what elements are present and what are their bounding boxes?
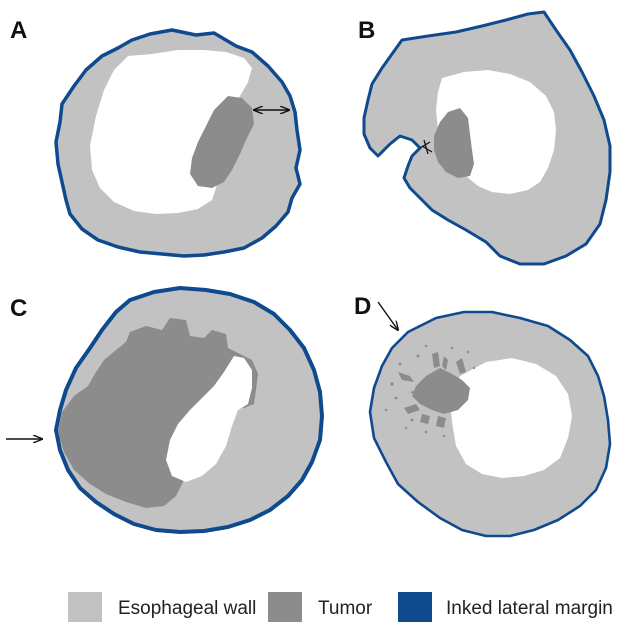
legend-item-inked-lateral-margin: Inked lateral margin [398, 592, 613, 622]
legend-swatch-tumor [268, 592, 302, 622]
legend-swatch-esophageal-wall [68, 592, 102, 622]
panel-d-tumor [384, 344, 476, 438]
panel-a-tumor [190, 96, 254, 188]
panel-a: A [10, 17, 302, 258]
legend-item-tumor: Tumor [268, 592, 373, 622]
panel-d-label: D [354, 293, 371, 320]
legend-label-inked-lateral-margin: Inked lateral margin [446, 598, 613, 619]
panel-c: C [6, 286, 324, 534]
panel-d-margin-arrow [377, 301, 398, 330]
panel-b-tumor [434, 108, 474, 178]
panel-a-label: A [10, 17, 27, 44]
legend-swatch-inked-lateral-margin [398, 592, 432, 622]
panel-b-margin-marker [419, 139, 433, 155]
panel-d: D [354, 293, 612, 538]
legend: Esophageal wall Tumor Inked lateral marg… [68, 592, 613, 622]
panel-c-label: C [10, 295, 27, 322]
legend-item-esophageal-wall: Esophageal wall [68, 592, 256, 622]
panel-b: B [358, 10, 612, 266]
panel-b-label: B [358, 17, 375, 44]
panel-d-lumen [450, 358, 572, 478]
panel-c-lumen [166, 356, 252, 482]
legend-label-esophageal-wall: Esophageal wall [118, 598, 256, 619]
legend-label-tumor: Tumor [318, 598, 373, 619]
